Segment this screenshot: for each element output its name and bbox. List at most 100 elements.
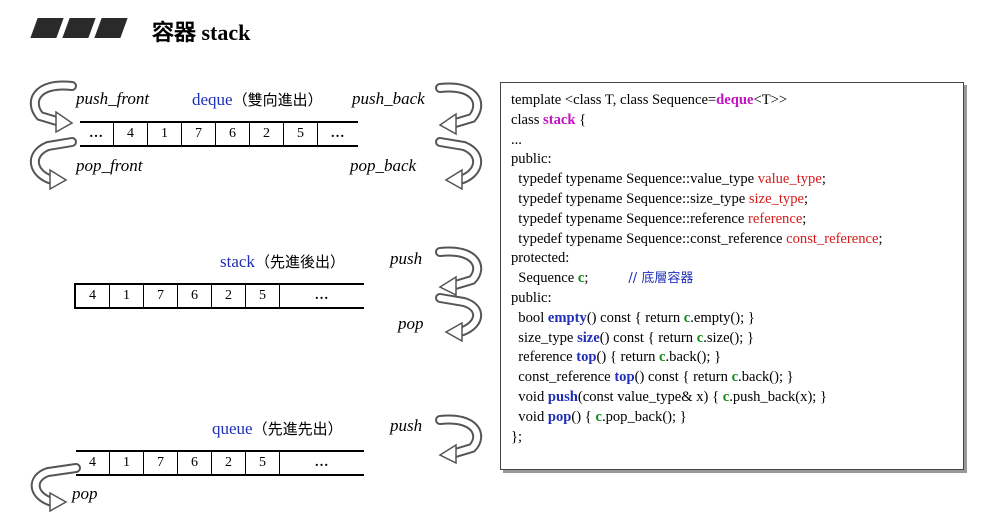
- deque-cell: 6: [216, 123, 250, 145]
- code-text: typedef typename Sequence::const_referen…: [511, 230, 787, 247]
- code-panel: template <class T, class Sequence=deque<…: [500, 82, 964, 470]
- queue-caption-note: （先進先出）: [252, 420, 343, 438]
- code-text: () const { return: [634, 369, 732, 386]
- queue-caption-name: queue: [212, 419, 253, 438]
- code-text: class: [511, 111, 544, 128]
- code-member: c: [696, 329, 704, 346]
- stack-caption-name: stack: [220, 252, 255, 271]
- code-member: c: [683, 309, 691, 326]
- queue-cell: 4: [76, 452, 110, 474]
- deque-caption: deque（雙向進出）: [192, 89, 323, 110]
- deque-cell: …: [330, 126, 346, 141]
- queue-push-arrow-icon: [435, 414, 483, 464]
- code-text: () {: [571, 408, 596, 425]
- stack-cell: 2: [212, 285, 246, 307]
- code-line: public:: [511, 151, 552, 168]
- code-text: .empty(); }: [690, 309, 755, 326]
- code-text: Sequence: [511, 270, 578, 287]
- code-member: c: [595, 408, 602, 425]
- push-back-label: push_back: [352, 89, 425, 108]
- stack-pop-arrow-icon: [435, 293, 482, 342]
- code-text: () const { return: [599, 329, 697, 346]
- code-text: () const { return: [586, 309, 684, 326]
- code-text: void: [511, 388, 548, 405]
- deque-caption-note: （雙向進出）: [232, 91, 323, 109]
- pop-back-label: pop_back: [350, 156, 417, 175]
- code-member: c: [731, 369, 739, 386]
- code-line: typedef typename Sequence::value_type va…: [511, 170, 953, 190]
- push-front-arrow-icon: [29, 80, 77, 134]
- queue-cell: …: [314, 455, 330, 470]
- deque-cell: 1: [148, 123, 182, 145]
- header-block: [62, 18, 96, 38]
- code-function: size: [577, 329, 600, 346]
- code-line: const_reference top() const { return c.b…: [511, 368, 953, 388]
- code-member: c: [577, 270, 585, 287]
- queue-pop-label: pop: [72, 484, 98, 503]
- queue-strip: 4 1 7 6 2 5 …: [76, 450, 364, 476]
- queue-cell: 7: [144, 452, 178, 474]
- deque-strip: … 4 1 7 6 2 5 …: [80, 121, 358, 147]
- code-text: void: [511, 408, 548, 425]
- code-line: bool empty() const { return c.empty(); }: [511, 309, 953, 329]
- code-function: empty: [547, 309, 587, 326]
- code-text: (const value_type& x) {: [577, 388, 723, 405]
- code-line: class stack {: [511, 111, 953, 131]
- code-text: ;: [802, 210, 807, 227]
- deque-cell: 4: [114, 123, 148, 145]
- header-block: [30, 18, 64, 38]
- code-text: .push_back(x); }: [729, 388, 828, 405]
- code-text: typedef typename Sequence::value_type: [511, 171, 758, 188]
- code-text: bool: [511, 309, 548, 326]
- code-function: top: [576, 349, 597, 366]
- deque-caption-name: deque: [192, 90, 233, 109]
- code-function: top: [614, 369, 635, 386]
- code-text: ;: [821, 171, 826, 188]
- code-text: const_reference: [511, 369, 615, 386]
- code-type: const_reference: [786, 230, 879, 247]
- stack-strip: 4 1 7 6 2 5 …: [74, 283, 364, 309]
- code-line: typedef typename Sequence::reference ref…: [511, 210, 953, 230]
- code-line: protected:: [511, 250, 570, 267]
- queue-pop-arrow-icon: [30, 463, 81, 512]
- code-line: typedef typename Sequence::const_referen…: [511, 230, 953, 250]
- stack-push-label: push: [390, 249, 423, 268]
- code-type: reference: [748, 210, 803, 227]
- code-text: size_type: [511, 329, 578, 346]
- pop-back-arrow-icon: [435, 137, 482, 190]
- code-member: c: [659, 349, 666, 366]
- stack-caption-note: （先進後出）: [254, 253, 345, 271]
- code-comment: // 底層容器: [628, 271, 694, 287]
- code-text: ;: [804, 190, 809, 207]
- code-line: void pop() { c.pop_back(); }: [511, 408, 953, 428]
- code-text: .back(); }: [665, 349, 722, 366]
- code-member: c: [722, 388, 730, 405]
- stack-cell: 7: [144, 285, 178, 307]
- stack-cell: 5: [246, 285, 280, 307]
- code-text: template <class T, class Sequence=: [511, 92, 717, 108]
- code-function: pop: [547, 408, 572, 425]
- code-text: typedef typename Sequence::size_type: [511, 190, 749, 207]
- pop-front-label: pop_front: [76, 156, 143, 175]
- code-text: ;: [878, 230, 883, 247]
- push-front-label: push_front: [76, 89, 150, 108]
- code-text: typedef typename Sequence::reference: [511, 210, 749, 227]
- code-text: {: [575, 111, 587, 128]
- deque-cell: 5: [284, 123, 318, 145]
- code-line: reference top() { return c.back(); }: [511, 348, 953, 368]
- stack-cell: 4: [76, 285, 110, 307]
- stack-cell: 1: [110, 285, 144, 307]
- queue-cell: 2: [212, 452, 246, 474]
- code-text: .back(); }: [738, 369, 794, 386]
- code-text: .size(); }: [703, 329, 754, 346]
- code-text: ;: [584, 270, 589, 287]
- queue-push-label: push: [390, 416, 423, 435]
- deque-cell: 7: [182, 123, 216, 145]
- deque-cell: 2: [250, 123, 284, 145]
- queue-cell: 5: [246, 452, 280, 474]
- code-line: public:: [511, 289, 552, 306]
- stack-cell: …: [314, 288, 330, 303]
- code-line: };: [511, 428, 523, 445]
- code-text: .pop_back(); }: [601, 408, 687, 425]
- queue-cell: 1: [110, 452, 144, 474]
